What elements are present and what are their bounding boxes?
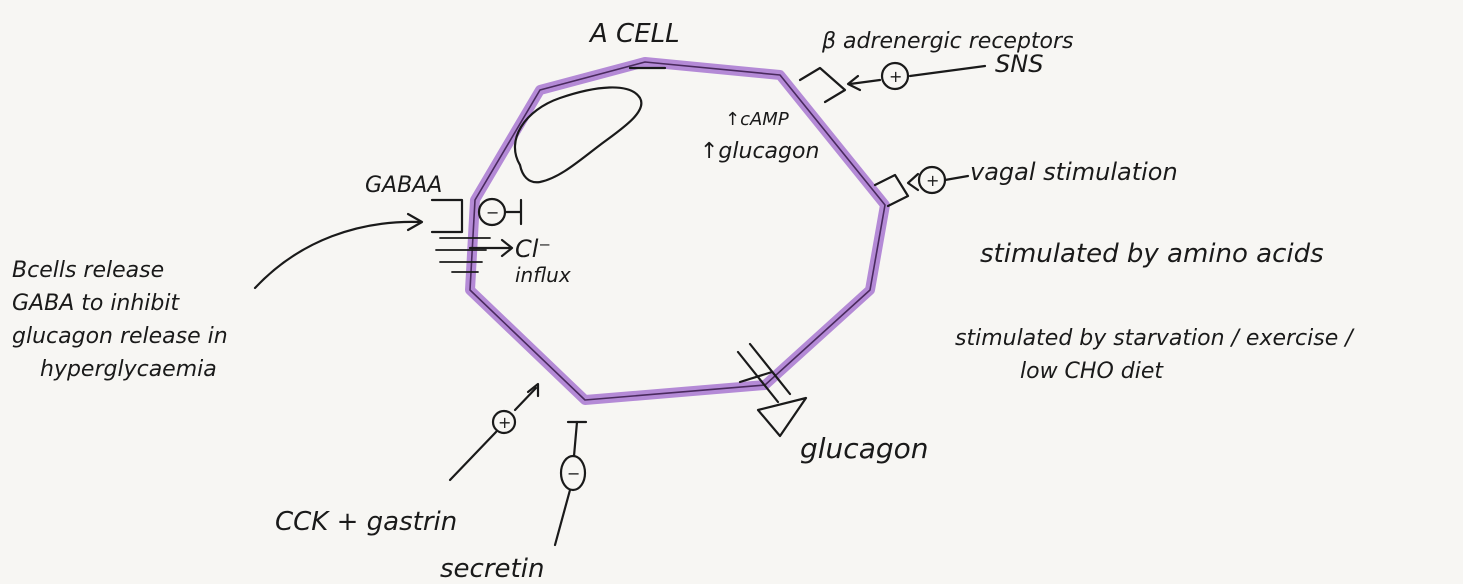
cl-label: Cl⁻ (515, 235, 551, 263)
secretin-line-upper (574, 422, 577, 456)
glucagon-arrow-head (758, 398, 806, 436)
beta-cells-curved-arrow (255, 222, 420, 288)
vagal-label: vagal stimulation (970, 158, 1178, 186)
vagal-plus-sign: + (926, 171, 939, 190)
secretin-minus-sign: − (567, 464, 580, 483)
glucagon-output-label: glucagon (800, 432, 929, 465)
cl-channel-shape (436, 238, 490, 272)
influx-label: influx (515, 263, 571, 287)
beta-cells-note-line1: Bcells release (12, 258, 164, 283)
cck-line-lower (450, 432, 496, 480)
sns-line (910, 66, 985, 76)
beta-receptor-shape (800, 68, 845, 102)
beta-cells-note-line4: hyperglycaemia (40, 357, 217, 382)
sns-arrow-shaft (850, 80, 880, 84)
camp-label: ↑cAMP (725, 109, 789, 130)
amino-acids-note: stimulated by amino acids (980, 239, 1324, 269)
secretin-line-lower (555, 490, 570, 545)
beta-cells-note-line2: GABA to inhibit (12, 291, 181, 316)
cell-title: A CELL (588, 19, 680, 49)
vagal-arrow-head (908, 174, 918, 190)
glucagon-inside-label: ↑glucagon (700, 139, 819, 164)
starvation-note-line2: low CHO diet (1020, 359, 1164, 384)
cck-label: CCK + gastrin (275, 507, 457, 537)
cck-line-upper (515, 388, 536, 410)
gaba-receptor-shape (432, 200, 462, 232)
vagal-line (945, 176, 968, 180)
beta-cells-note-line3: glucagon release in (12, 324, 228, 349)
secretin-label: secretin (440, 554, 544, 584)
starvation-note-line1: stimulated by starvation / exercise / (955, 326, 1355, 351)
gaba-minus-sign: − (486, 203, 499, 222)
cck-plus-sign: + (498, 413, 511, 432)
sns-label: SNS (995, 50, 1043, 78)
sns-plus-sign: + (889, 67, 902, 86)
gaba-label: GABAA (365, 173, 442, 198)
